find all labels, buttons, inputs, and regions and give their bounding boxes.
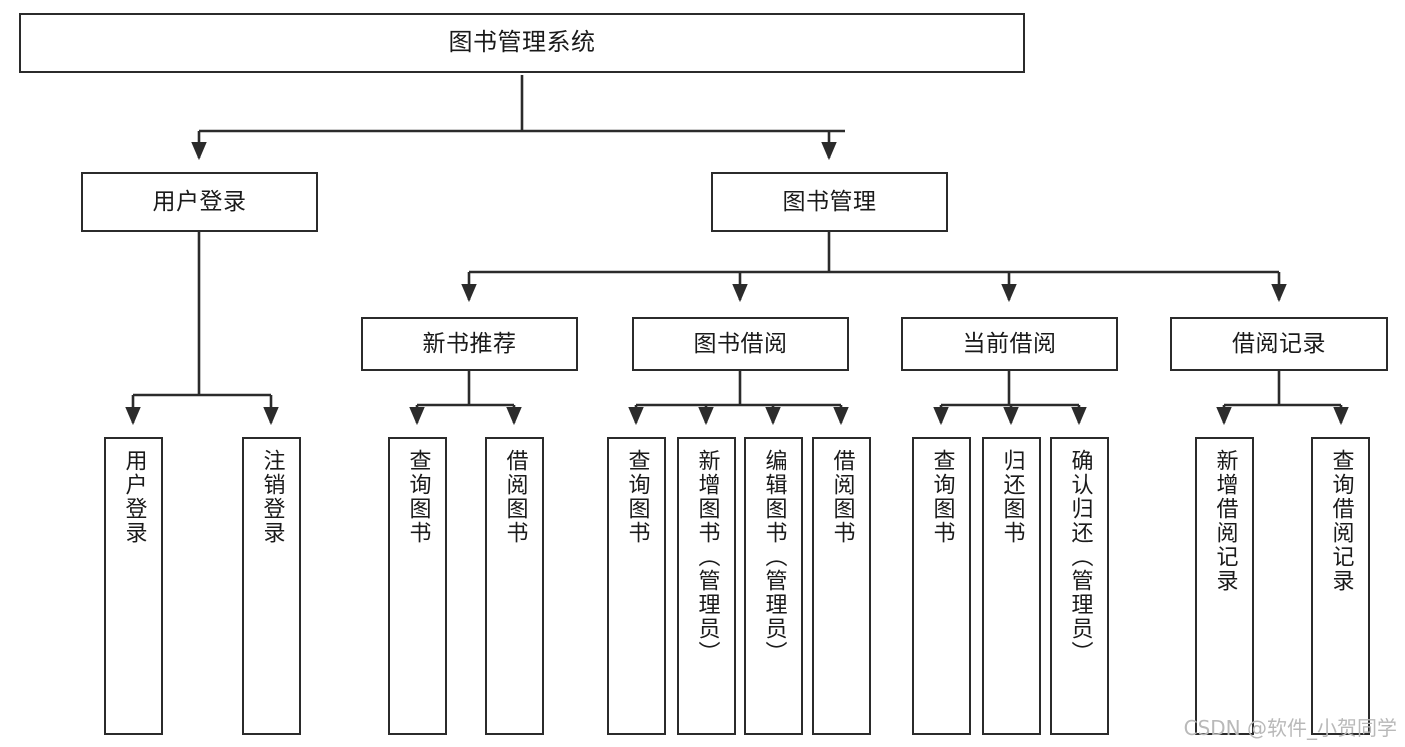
watermark-text: CSDN @软件_小贺同学	[1183, 716, 1397, 740]
leaf-user-login-signin[interactable]: 用户登录	[104, 437, 163, 735]
node-root-library-system[interactable]: 图书管理系统	[19, 13, 1025, 73]
node-label: 归还图书	[999, 449, 1025, 545]
node-new-book-recommend[interactable]: 新书推荐	[361, 317, 578, 371]
node-label: 新增图书（管理员）	[694, 449, 720, 665]
leaf-current-return-book[interactable]: 归还图书	[982, 437, 1041, 735]
node-label: 图书借阅	[693, 330, 788, 357]
leaf-record-add-record[interactable]: 新增借阅记录	[1195, 437, 1254, 735]
leaf-borrow-edit-book-admin[interactable]: 编辑图书（管理员）	[744, 437, 803, 735]
node-label: 借阅图书	[829, 449, 855, 545]
node-label: 确认归还（管理员）	[1067, 449, 1093, 665]
leaf-borrow-add-book-admin[interactable]: 新增图书（管理员）	[677, 437, 736, 735]
node-label: 图书管理	[782, 188, 877, 215]
leaf-borrow-query-book[interactable]: 查询图书	[607, 437, 666, 735]
node-label: 借阅图书	[502, 449, 528, 545]
leaf-borrow-borrow-book[interactable]: 借阅图书	[812, 437, 871, 735]
node-label: 新书推荐	[422, 330, 517, 357]
node-user-login[interactable]: 用户登录	[81, 172, 318, 232]
node-label: 注销登录	[259, 449, 285, 545]
leaf-current-query-book[interactable]: 查询图书	[912, 437, 971, 735]
leaf-new-book-query[interactable]: 查询图书	[388, 437, 447, 735]
node-label: 用户登录	[152, 188, 247, 215]
node-label: 查询图书	[405, 449, 431, 545]
node-label: 图书管理系统	[448, 28, 596, 57]
leaf-user-login-signout[interactable]: 注销登录	[242, 437, 301, 735]
leaf-record-query-record[interactable]: 查询借阅记录	[1311, 437, 1370, 735]
node-label: 用户登录	[121, 449, 147, 545]
node-label: 查询借阅记录	[1328, 449, 1354, 593]
node-label: 查询图书	[929, 449, 955, 545]
leaf-current-confirm-return-admin[interactable]: 确认归还（管理员）	[1050, 437, 1109, 735]
node-book-management[interactable]: 图书管理	[711, 172, 948, 232]
node-label: 查询图书	[624, 449, 650, 545]
node-label: 当前借阅	[962, 330, 1057, 357]
node-current-borrow[interactable]: 当前借阅	[901, 317, 1118, 371]
node-label: 编辑图书（管理员）	[761, 449, 787, 665]
node-label: 新增借阅记录	[1212, 449, 1238, 593]
node-book-borrow[interactable]: 图书借阅	[632, 317, 849, 371]
leaf-new-book-borrow[interactable]: 借阅图书	[485, 437, 544, 735]
node-borrow-record[interactable]: 借阅记录	[1170, 317, 1388, 371]
node-label: 借阅记录	[1232, 330, 1326, 357]
